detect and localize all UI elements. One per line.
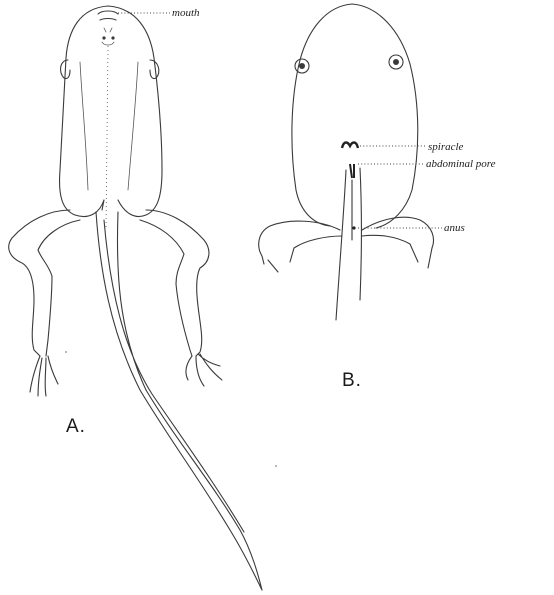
- figure-b-tail: [336, 168, 362, 320]
- figure-a-left-foot: [30, 356, 58, 396]
- figure-a-nostril-right: [111, 36, 114, 39]
- figure-a-label: A.: [66, 416, 86, 437]
- figure-b-anus-mark: [352, 226, 355, 229]
- figure-b-right-leg: [362, 217, 434, 268]
- figure-a-left-leg: [9, 210, 80, 356]
- figure-b-body-outline: [292, 4, 418, 228]
- speck: [275, 465, 277, 467]
- figure-a-nostril-left: [102, 36, 105, 39]
- figure-b-label: B.: [342, 370, 362, 391]
- figure-a-midline: [106, 46, 108, 230]
- abdominal-pore-label: abdominal pore: [426, 158, 496, 170]
- figure-a-right-foot: [186, 354, 222, 386]
- anus-label: anus: [444, 222, 465, 234]
- figure-a-tadpole: [9, 6, 262, 590]
- figure-a-body-outline: [60, 6, 162, 217]
- figure-b-spiracle-mark: [342, 143, 358, 149]
- figure-b-tadpole: [259, 4, 434, 320]
- figure-a-mouth-mark: [98, 11, 118, 20]
- mouth-label: mouth: [172, 7, 200, 19]
- figure-a-right-leg: [140, 210, 209, 356]
- figure-b-abdominal-pore-mark: [350, 164, 354, 178]
- figure-b-left-eye-inner: [299, 63, 305, 69]
- speck: [65, 351, 67, 353]
- figure-a-inner-lines: [80, 62, 138, 190]
- figure-b-left-leg: [259, 221, 342, 272]
- figure-b-right-eye-inner: [393, 59, 399, 65]
- spiracle-label: spiracle: [428, 141, 464, 153]
